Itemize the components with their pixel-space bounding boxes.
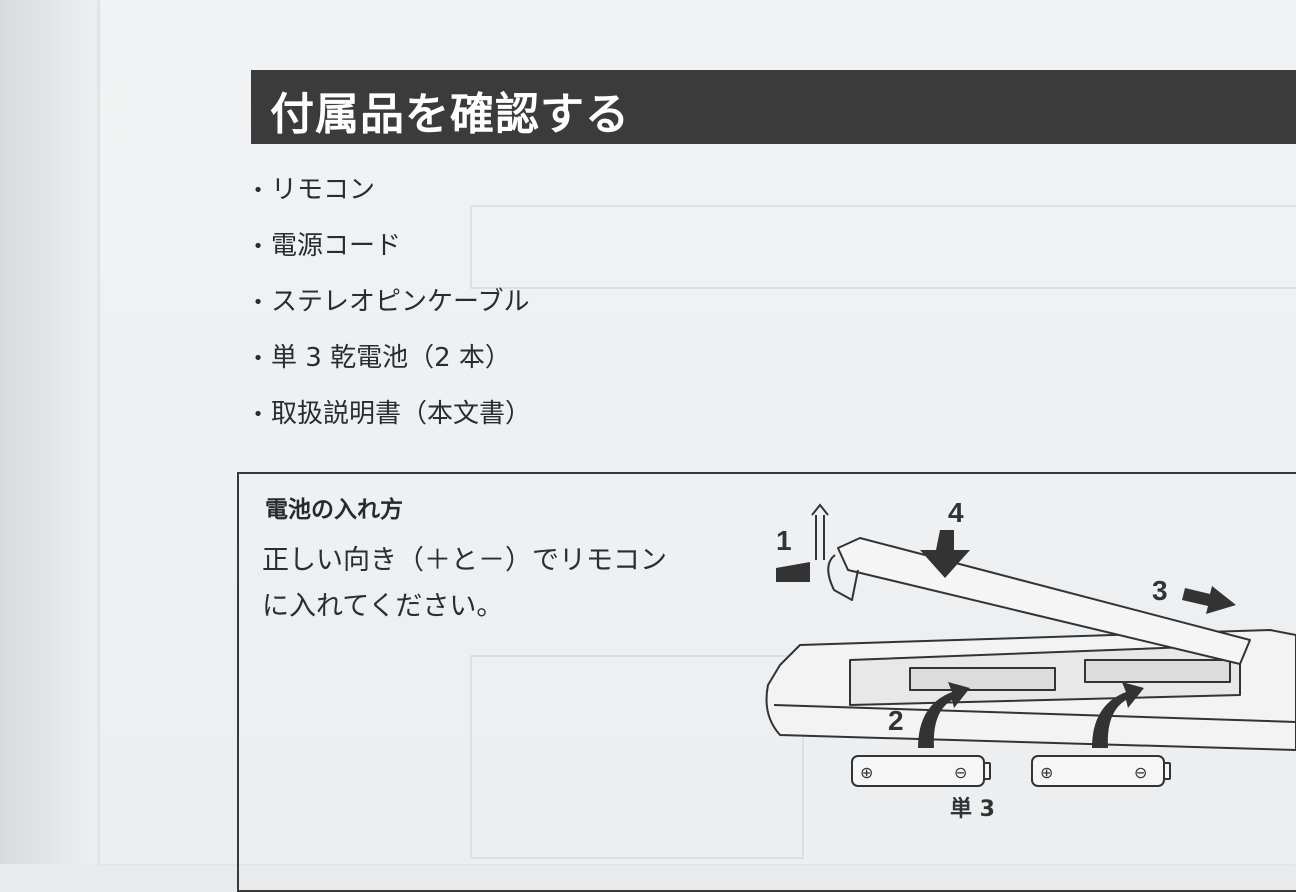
minus-symbol: ⊖ xyxy=(1134,763,1147,782)
list-item-label: ステレオピンケーブル xyxy=(271,287,529,317)
list-item: •単 3 乾電池（2 本） xyxy=(247,338,531,394)
list-item: •取扱説明書（本文書） xyxy=(247,394,531,450)
step-number: 3 xyxy=(1152,575,1168,606)
battery-slot-right xyxy=(1085,660,1230,682)
step-number: 1 xyxy=(776,525,792,556)
plus-symbol: ⊕ xyxy=(860,763,873,782)
battery-box-text-line: 正しい向き（＋と－）でリモコン xyxy=(262,538,712,584)
show-through-box xyxy=(470,205,1296,289)
list-item: •電源コード xyxy=(247,226,531,282)
battery-box-text-line: に入れてください。 xyxy=(262,584,712,630)
battery-box-title: 電池の入れ方 xyxy=(265,490,403,524)
bullet: • xyxy=(247,395,269,435)
step-number: 4 xyxy=(948,497,964,528)
arrow-right-icon xyxy=(1182,586,1236,614)
accessory-list: •リモコン •電源コード •ステレオピンケーブル •単 3 乾電池（2 本） •… xyxy=(247,170,531,450)
list-item: •ステレオピンケーブル xyxy=(247,282,531,338)
bullet: • xyxy=(247,339,269,379)
bullet: • xyxy=(247,227,269,267)
section-title: 付属品を確認する xyxy=(270,78,630,142)
battery-type-label: 単 3 xyxy=(950,796,995,822)
arrow-push-icon xyxy=(776,562,810,582)
battery-slot-left xyxy=(910,668,1055,690)
list-item-label: 単 3 乾電池（2 本） xyxy=(271,343,511,373)
list-item-label: 電源コード xyxy=(271,231,401,261)
bullet: • xyxy=(247,283,269,323)
left-page-edge xyxy=(0,0,100,864)
minus-symbol: ⊖ xyxy=(954,763,967,782)
arrow-up-icon xyxy=(812,505,828,560)
list-item: •リモコン xyxy=(247,170,531,226)
plus-symbol: ⊕ xyxy=(1040,763,1053,782)
battery-insertion-illustration: 1 4 3 2 ⊕ ⊖ ⊕ ⊖ 単 3 xyxy=(740,490,1296,830)
battery-box-text: 正しい向き（＋と－）でリモコン に入れてください。 xyxy=(262,538,712,630)
bullet: • xyxy=(247,171,269,211)
list-item-label: リモコン xyxy=(271,175,375,205)
list-item-label: 取扱説明書（本文書） xyxy=(271,399,531,429)
step-number: 2 xyxy=(888,705,904,736)
